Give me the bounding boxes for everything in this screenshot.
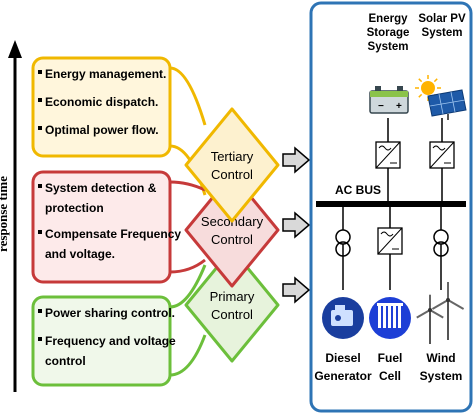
tier-connector (169, 66, 207, 126)
tier-diamond-shape (184, 172, 280, 288)
bullet-icon (38, 184, 42, 188)
tier-item-box (31, 295, 172, 387)
inverter-icon (429, 141, 455, 169)
tier-item: System detection &protection (45, 181, 157, 215)
diesel-generator-icon (322, 297, 364, 339)
tier-connector (169, 334, 207, 377)
response-time-axis: response time (0, 40, 22, 392)
bullet-icon (38, 309, 42, 313)
tier-item: Economic dispatch. (45, 95, 158, 109)
tier-item: Power sharing control. (45, 306, 175, 320)
bullet-icon (38, 70, 42, 74)
tier-diamond-2: SecondaryControl (184, 172, 280, 288)
tier-item: Optimal power flow. (45, 123, 159, 137)
fuel-cell-icon (369, 297, 411, 339)
tier-item: Energy management. (45, 67, 166, 81)
battery-icon: −+ (369, 86, 409, 114)
converter-icon (377, 227, 403, 255)
block-arrow-icon (282, 211, 311, 239)
transformer-icon (335, 229, 351, 257)
tier-1: Energy management. Economic dispatch. Opti… (31, 56, 207, 196)
tier-connector (169, 258, 206, 274)
svg-text:+: + (396, 101, 402, 112)
inverter-icon (375, 141, 401, 169)
ac-bus-label: AC BUS (335, 183, 381, 197)
tier-diamond-shape (184, 247, 280, 363)
tier-item-box (31, 170, 172, 284)
response-time-arrowhead (8, 40, 22, 58)
solar-panel-icon (415, 75, 467, 120)
block-arrow-icon (282, 276, 311, 304)
response-time-label: response time (0, 176, 10, 252)
bullet-icon (38, 337, 42, 341)
control-hierarchy: Energy management. Economic dispatch. Opti… (31, 56, 311, 387)
bullet-icon (38, 126, 42, 130)
tier-diamond-shape (184, 107, 280, 223)
tier-item-box (31, 56, 172, 158)
tier-connector (169, 180, 206, 192)
block-arrow-icon (282, 146, 311, 174)
ac-bus-bar (316, 201, 466, 207)
transformer-icon (433, 229, 449, 257)
bullet-icon (38, 98, 42, 102)
wind-turbine-icon (416, 282, 465, 344)
tier-connector (169, 264, 207, 309)
bullet-icon (38, 230, 42, 234)
tier-3: Power sharing control. Frequency and volt… (31, 264, 207, 387)
svg-text:−: − (378, 101, 384, 112)
